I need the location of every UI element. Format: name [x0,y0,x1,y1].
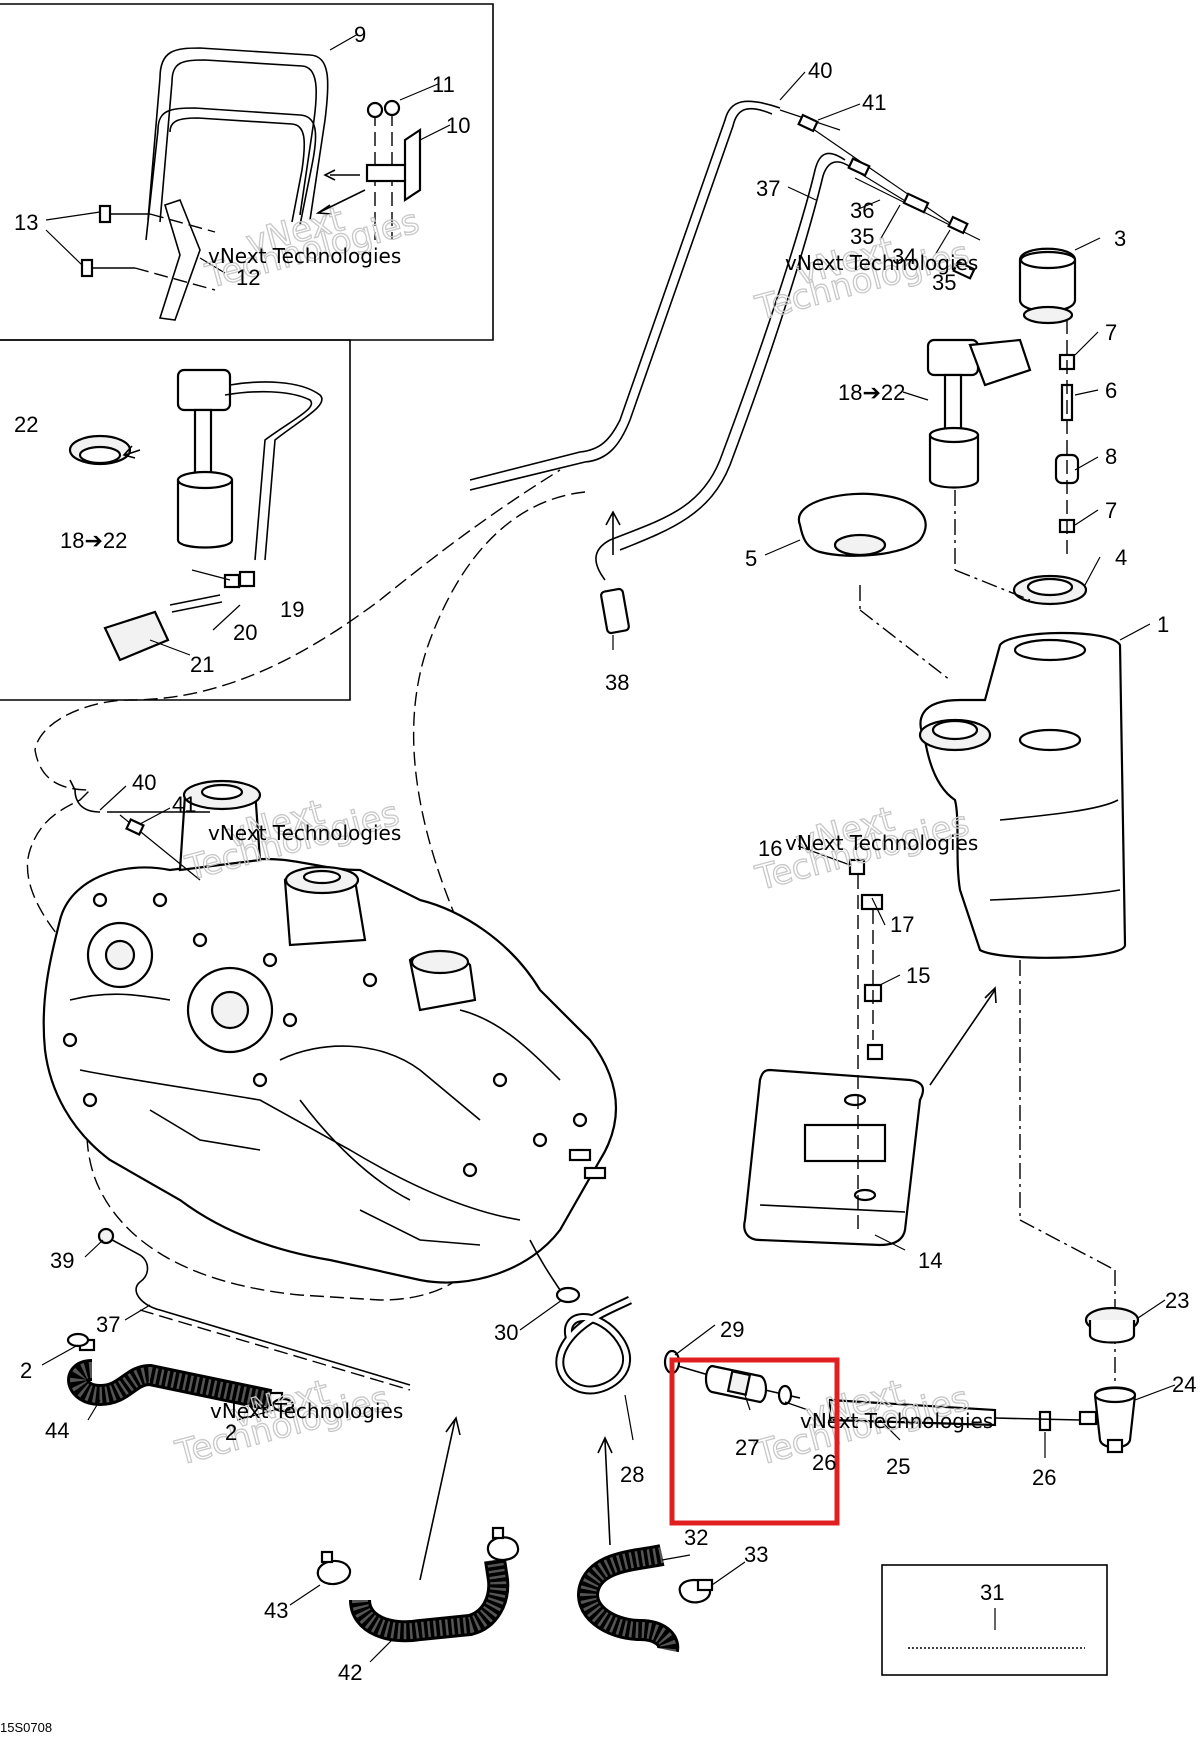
svg-text:vNext Technologies: vNext Technologies [208,244,401,268]
fuel-tank-1 [859,490,1127,1385]
callout-18-22-inset: 18➔22 [60,528,127,553]
callout-32: 32 [684,1525,708,1550]
connector-26 [994,1410,1081,1432]
tank-pad-14 [743,986,997,1247]
callout-40-top: 40 [808,58,832,83]
svg-text:vNext Technologies: vNext Technologies [785,251,978,275]
hose-parts-6-8 [1054,320,1080,560]
callout-40-engine: 40 [132,770,156,795]
callout-41-top: 41 [862,90,886,115]
svg-text:vNext Technologies: vNext Technologies [785,831,978,855]
callout-4: 4 [1115,545,1127,570]
callout-30: 30 [494,1320,518,1345]
callout-34: 34 [892,244,916,269]
fuel-filter-27 [677,1364,801,1406]
bolt-pair-13 [80,204,216,291]
leader-lines [41,33,1176,1663]
hardware-15-17 [848,858,884,1230]
fuel-cap-5 [797,492,927,557]
callout-12: 12 [236,265,260,290]
callout-39: 39 [50,1248,74,1273]
svg-text:vNext Technologies: vNext Technologies [210,1399,403,1423]
callout-26-small: 26 [812,1450,836,1475]
callout-16: 16 [758,836,782,861]
inset-frames [0,3,494,701]
clamp-33 [678,1578,714,1604]
callout-31: 31 [980,1580,1004,1605]
callout-38: 38 [605,670,629,695]
callout-9: 9 [354,22,366,47]
callout-19: 19 [280,597,304,622]
clamp-30 [555,1286,581,1304]
callout-1: 1 [1157,612,1169,637]
fuel-sender-assembly [68,368,323,662]
callout-6: 6 [1105,378,1117,403]
callout-2-a: 2 [20,1358,32,1383]
callout-7-b: 7 [1105,498,1117,523]
callout-14: 14 [918,1248,942,1273]
callout-33: 33 [744,1542,768,1567]
callout-43: 43 [264,1598,288,1623]
fuel-sender-18-22-top [926,338,1032,489]
assembly-arrows [419,1416,613,1581]
highlight-box-27 [669,1357,840,1526]
valve-24 [1078,1386,1137,1454]
engine-assembly [42,779,618,1291]
callout-25: 25 [886,1454,910,1479]
callout-20: 20 [233,620,257,645]
reference-box-31 [881,1564,1108,1676]
hose-32 [577,1544,680,1653]
hose-25 [828,1398,997,1427]
callout-5: 5 [745,546,757,571]
callout-36: 36 [850,198,874,223]
callout-13: 13 [14,210,38,235]
fitting-23 [1084,1306,1140,1344]
callout-22: 22 [14,412,38,437]
tank-gasket-4 [1012,574,1088,606]
callout-18-22-top: 18➔22 [838,380,905,405]
bracket-assembly [80,47,422,321]
callout-24: 24 [1172,1372,1196,1397]
vent-lines [469,100,981,635]
callout-10: 10 [446,113,470,138]
callout-44: 44 [45,1418,69,1443]
clamp-43b [486,1526,520,1561]
callout-37-top: 37 [756,176,780,201]
callout-2-b: 2 [225,1420,237,1445]
callout-labels: 9 11 10 13 12 22 18➔22 19 20 21 40 41 37… [14,22,1196,1685]
callout-42: 42 [338,1660,362,1685]
callout-29: 29 [720,1317,744,1342]
callout-23: 23 [1165,1288,1189,1313]
svg-text:vNext Technologies: vNext Technologies [800,1409,993,1433]
callout-3: 3 [1114,226,1126,251]
callout-15: 15 [906,963,930,988]
clamps-2 [66,1332,295,1413]
callout-21: 21 [190,652,214,677]
svg-text:vNext Technologies: vNext Technologies [208,821,401,845]
callout-26: 26 [1032,1465,1056,1490]
callout-7-a: 7 [1105,320,1117,345]
diagram-code: 15S0708 [0,1720,52,1735]
callout-27: 27 [735,1435,759,1460]
clamp-43 [316,1550,352,1586]
callout-35-a: 35 [850,224,874,249]
callout-11: 11 [432,72,455,97]
callout-8: 8 [1105,444,1117,469]
callout-17: 17 [890,912,914,937]
callout-35-b: 35 [932,270,956,295]
hose-42 [349,1558,510,1643]
callout-28: 28 [620,1462,644,1487]
hose-28 [555,1295,633,1395]
callout-37-engine: 37 [96,1312,120,1337]
vent-valve-3 [1018,247,1077,325]
callout-41-engine: 41 [172,792,196,817]
